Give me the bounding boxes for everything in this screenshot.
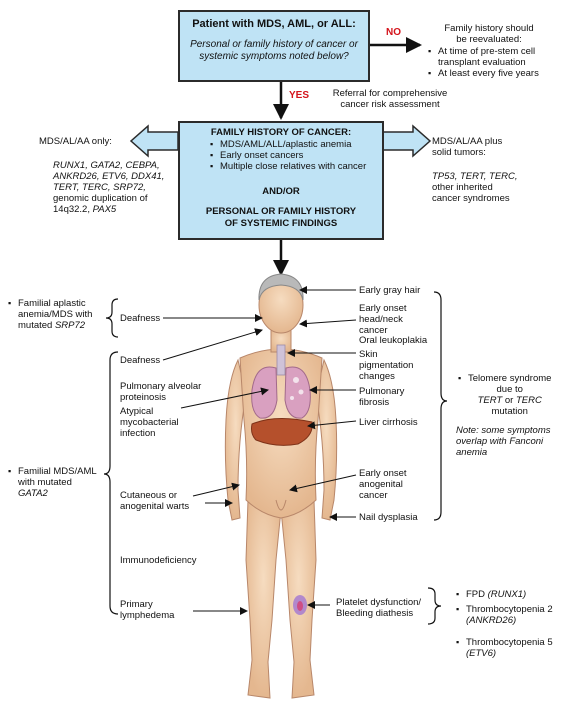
label-lymphedema-2: lymphedema (120, 610, 175, 621)
yes-label: YES (289, 90, 310, 101)
left-genes-2: ANKRD26, ETV6, DDX41, (53, 171, 165, 182)
family-history-list: MDS/AML/ALL/aplastic anemia Early onset … (208, 139, 366, 172)
no-item-2: At least every five years (438, 68, 539, 79)
label-gray-hair: Early gray hair (359, 285, 421, 296)
no-label: NO (386, 27, 401, 38)
label-mycobacterial-1: Atypical (120, 406, 154, 417)
telomere-note-3: anemia (456, 447, 488, 458)
yes-text-1: Referral for comprehensive (332, 88, 448, 99)
no-heading-1: Family history should (444, 23, 534, 34)
no-heading-2: be reevaluated: (456, 34, 522, 45)
label-anogenital-1: Early onset (359, 468, 407, 479)
label-lymphedema-1: Primary (120, 599, 153, 610)
left-panel-heading: MDS/AL/AA only: (39, 136, 112, 147)
top-box-title: Patient with MDS, AML, or ALL: (192, 18, 356, 30)
left-genes-3: TERT, TERC, SRP72, (53, 182, 146, 193)
label-mycobacterial-2: mycobacterial (120, 417, 179, 428)
label-deafness-srp72: Deafness (120, 313, 161, 324)
label-pulmonary-proteinosis-2: proteinosis (120, 392, 166, 403)
and-or-label: AND/OR (262, 186, 300, 197)
label-headneck-2: head/neck (359, 314, 403, 325)
right-other-1: other inherited (432, 182, 493, 193)
label-skin-2: pigmentation (359, 360, 414, 371)
label-platelet-1: Platelet dysfunction/ (336, 597, 422, 608)
left-genes-1: RUNX1, GATA2, CEBPA, (53, 160, 160, 171)
body-figure (224, 273, 338, 699)
telomere-note-1: Note: some symptoms (456, 425, 551, 436)
telomere-note-2: overlap with Fanconi (456, 436, 544, 447)
right-genes: TP53, TERT, TERC, (432, 171, 518, 182)
label-skin-3: changes (359, 371, 395, 382)
right-panel-heading-1: MDS/AL/AA plus (432, 136, 503, 147)
label-headneck-3: cancer (359, 325, 388, 336)
family-history-item-1: MDS/AML/ALL/aplastic anemia (210, 139, 366, 150)
label-warts-1: Cutaneous or (120, 490, 178, 501)
family-history-item-3: Multiple close relatives with cancer (210, 161, 366, 172)
family-history-item-2: Early onset cancers (210, 150, 366, 161)
systemic-line-2: OF SYSTEMIC FINDINGS (224, 218, 338, 229)
label-fibrosis-1: Pulmonary (359, 386, 405, 397)
top-box-question-line-2: systemic symptoms noted below? (199, 51, 349, 62)
label-anogenital-2: anogenital (359, 479, 403, 490)
label-mycobacterial-3: infection (120, 428, 156, 439)
label-pulmonary-proteinosis-1: Pulmonary alveolar (120, 381, 202, 392)
group-telomere: Telomere syndrome due to TERT or TERC mu… (456, 373, 551, 417)
label-anogenital-3: cancer (359, 490, 388, 501)
no-item-1a: At time of pre-stem cell (438, 46, 536, 57)
family-history-box: FAMILY HISTORY OF CANCER: MDS/AML/ALL/ap… (178, 121, 384, 240)
top-box-question-line-1: Personal or family history of cancer or (190, 39, 358, 50)
label-oral-leukoplakia: Oral leukoplakia (359, 335, 428, 346)
label-skin-1: Skin (359, 349, 378, 360)
yes-text-2: cancer risk assessment (340, 99, 440, 110)
systemic-line-1: PERSONAL OR FAMILY HISTORY (205, 206, 357, 217)
label-immunodeficiency: Immunodeficiency (120, 555, 197, 566)
label-warts-2: anogenital warts (120, 501, 190, 512)
right-panel-heading-2: solid tumors: (432, 147, 486, 158)
top-question-box: Patient with MDS, AML, or ALL: Personal … (178, 10, 370, 82)
family-history-title: FAMILY HISTORY OF CANCER: (210, 127, 352, 138)
right-other-2: cancer syndromes (432, 193, 510, 204)
left-hollow-arrow (129, 124, 179, 158)
right-hollow-arrow (382, 124, 432, 158)
group-platelet-disorders: FPD (RUNX1) Thrombocytopenia 2(ANKRD26) … (454, 589, 553, 659)
label-nail-dysplasia: Nail dysplasia (359, 512, 418, 523)
label-fibrosis-2: fibrosis (359, 397, 390, 408)
left-genomic-1: genomic duplication of (53, 193, 148, 204)
label-liver-cirrhosis: Liver cirrhosis (359, 417, 418, 428)
no-item-1b: transplant evaluation (438, 57, 526, 68)
label-platelet-2: Bleeding diathesis (336, 608, 414, 619)
label-deafness-gata2: Deafness (120, 355, 161, 366)
label-headneck-1: Early onset (359, 303, 407, 314)
left-genomic-2: 14q32.2, PAX5 (53, 204, 117, 215)
